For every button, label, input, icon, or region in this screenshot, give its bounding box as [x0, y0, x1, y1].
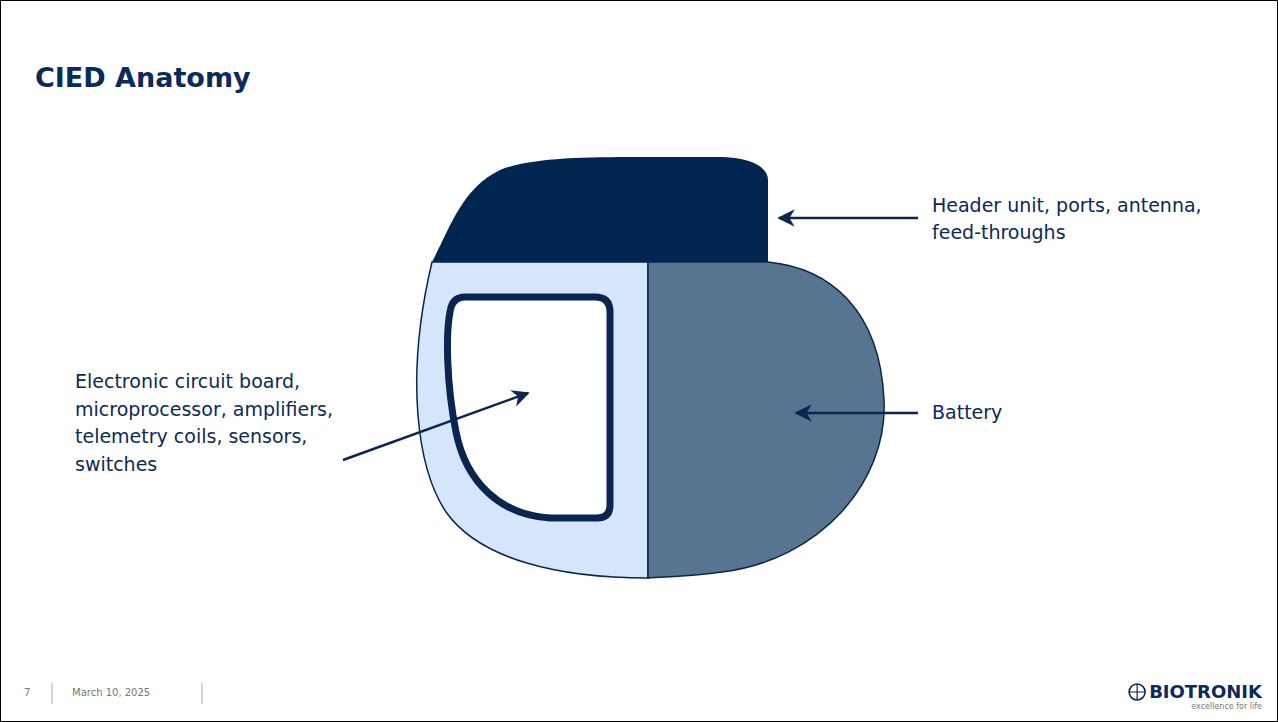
part-label: Electronic circuit board, microprocessor… — [75, 368, 337, 478]
slide-title: CIED Anatomy — [35, 62, 251, 93]
footer-date: March 10, 2025 — [72, 686, 197, 700]
logo-wordmark: BIOTRONIK — [1149, 682, 1262, 702]
header-unit — [432, 157, 768, 262]
footer-divider — [202, 683, 203, 704]
leader-arrow — [343, 393, 528, 460]
leader-arrow — [796, 412, 918, 415]
logo-tagline: excellence for life — [1191, 702, 1262, 712]
page-number: 7 — [24, 686, 44, 700]
battery-cell — [648, 262, 884, 578]
circuit-board — [448, 297, 610, 518]
logo-icon — [1129, 684, 1145, 700]
part-label: Header unit, ports, antenna, feed-throug… — [932, 192, 1207, 246]
part-label: Battery — [932, 399, 1132, 426]
footer-divider — [52, 683, 53, 704]
leader-arrow — [779, 217, 918, 220]
logo-ring — [1129, 684, 1145, 700]
logo-cross — [1129, 684, 1145, 700]
